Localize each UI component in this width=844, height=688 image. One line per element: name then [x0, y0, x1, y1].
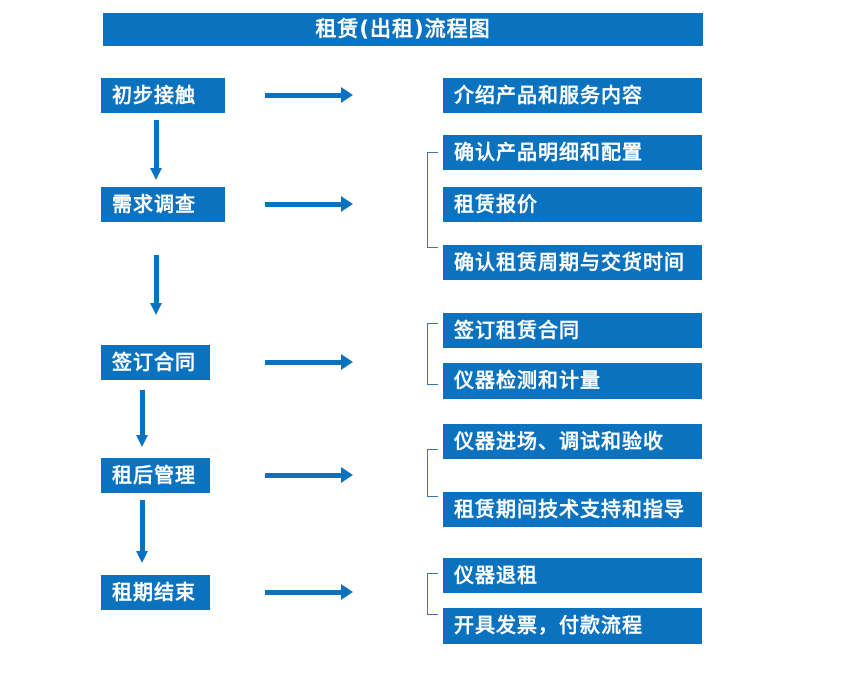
- detail-box-sign-rental-contract: 签订租赁合同: [443, 313, 702, 348]
- detail-box-confirm-period: 确认租赁周期与交货时间: [443, 245, 702, 280]
- arrow-right-icon: [265, 87, 353, 103]
- group-bracket: [427, 323, 438, 385]
- arrow-right-icon: [265, 354, 353, 370]
- detail-box-rental-quote: 租赁报价: [443, 187, 702, 222]
- arrow-shaft: [265, 201, 342, 207]
- arrow-right-icon: [265, 584, 353, 600]
- arrow-shaft: [265, 472, 342, 478]
- stage-box-lease-end: 租期结束: [101, 575, 210, 610]
- arrow-head-icon: [341, 196, 353, 212]
- arrow-shaft: [154, 255, 159, 303]
- detail-box-instrument-testing: 仪器检测和计量: [443, 363, 702, 399]
- arrow-head-icon: [341, 467, 353, 483]
- detail-box-instrument-setup: 仪器进场、调试和验收: [443, 424, 702, 459]
- arrow-head-icon: [341, 87, 353, 103]
- arrow-head-icon: [136, 551, 148, 563]
- arrow-shaft: [265, 92, 342, 98]
- arrow-down-icon: [136, 390, 149, 447]
- arrow-down-icon: [136, 500, 149, 563]
- stage-box-sign-contract: 签订合同: [101, 345, 210, 380]
- arrow-shaft: [265, 589, 342, 595]
- stage-box-initial-contact: 初步接触: [101, 78, 225, 113]
- group-bracket: [427, 573, 438, 615]
- detail-box-confirm-product-spec: 确认产品明细和配置: [443, 135, 702, 170]
- arrow-down-icon: [150, 120, 163, 180]
- detail-box-invoice-payment: 开具发票，付款流程: [443, 608, 702, 644]
- stage-box-demand-survey: 需求调查: [101, 187, 225, 222]
- arrow-head-icon: [150, 303, 162, 315]
- detail-box-instrument-return: 仪器退租: [443, 558, 702, 593]
- arrow-head-icon: [341, 354, 353, 370]
- detail-box-tech-support: 租赁期间技术支持和指导: [443, 492, 702, 527]
- arrow-shaft: [154, 120, 159, 168]
- arrow-shaft: [140, 390, 145, 435]
- arrow-shaft: [265, 359, 342, 365]
- flowchart-title: 租赁(出租)流程图: [103, 13, 703, 46]
- detail-box-introduce-products: 介绍产品和服务内容: [443, 78, 702, 113]
- arrow-head-icon: [341, 584, 353, 600]
- arrow-head-icon: [136, 435, 148, 447]
- arrow-head-icon: [150, 168, 162, 180]
- group-bracket: [427, 449, 438, 497]
- stage-box-post-rental-mgmt: 租后管理: [101, 458, 210, 493]
- arrow-down-icon: [150, 255, 163, 315]
- group-bracket: [427, 152, 438, 248]
- arrow-shaft: [140, 500, 145, 551]
- arrow-right-icon: [265, 196, 353, 212]
- arrow-right-icon: [265, 467, 353, 483]
